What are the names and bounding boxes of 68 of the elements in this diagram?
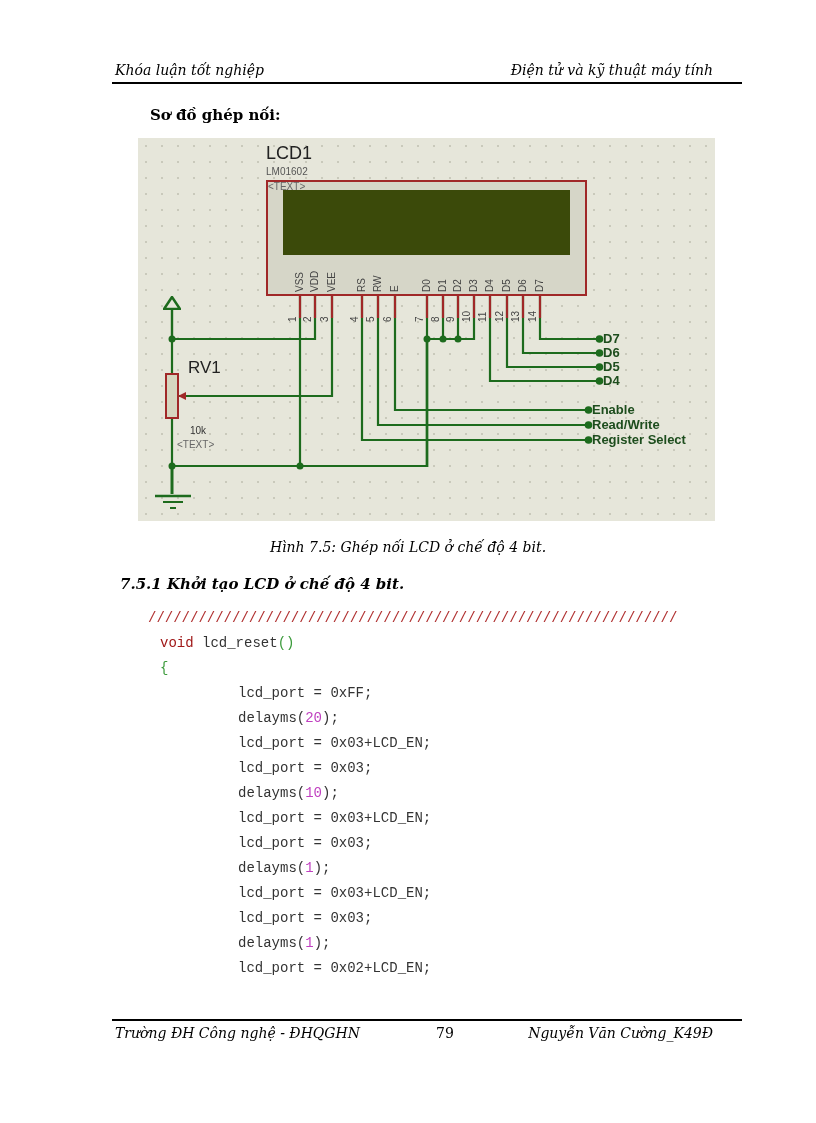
pin-name: VSS xyxy=(294,271,306,292)
pin-number: 12 xyxy=(495,309,505,322)
code-line: delayms(10); xyxy=(238,785,339,801)
code-line: { xyxy=(160,660,169,676)
pin-name: VEE xyxy=(326,271,338,292)
pin-number: 2 xyxy=(303,315,313,322)
code-line: delayms(20); xyxy=(238,710,339,726)
terminal-label: D4 xyxy=(603,373,620,389)
code-line: lcd_port = 0x03+LCD_EN; xyxy=(238,735,432,751)
component-value: 10k xyxy=(190,425,207,436)
code-line: lcd_port = 0x03; xyxy=(238,835,373,851)
running-header: Khóa luận tốt nghiệp xyxy=(115,62,264,78)
code-line: void lcd_reset() xyxy=(160,635,295,651)
pin-name: D6 xyxy=(517,278,529,292)
terminal-label: Enable xyxy=(592,402,635,418)
pin-name: D4 xyxy=(484,278,496,292)
terminal-label: Read/Write xyxy=(592,417,660,433)
wire xyxy=(170,418,174,494)
pin-name: D7 xyxy=(534,278,546,292)
pin-number: 7 xyxy=(415,315,425,322)
code-line: lcd_port = 0x03; xyxy=(238,760,373,776)
ground-symbol xyxy=(155,494,191,510)
running-footer: Nguyễn Văn Cường_K49Đ xyxy=(528,1025,713,1041)
pin-name: RS xyxy=(356,277,368,292)
pin-number: 6 xyxy=(383,315,393,322)
section-heading: 7.5.1 Khởi tạo LCD ở chế độ 4 bit. xyxy=(120,575,405,593)
code-line: delayms(1); xyxy=(238,935,331,951)
terminal-label: D5 xyxy=(603,359,620,375)
running-header: Điện tử và kỹ thuật máy tính xyxy=(510,62,713,78)
pin-number: 3 xyxy=(320,315,330,322)
code-line: lcd_port = 0x03+LCD_EN; xyxy=(238,885,432,901)
pin-number: 8 xyxy=(431,315,441,322)
pin-name: D2 xyxy=(452,278,464,292)
code-line: lcd_port = 0x03+LCD_EN; xyxy=(238,810,432,826)
page-number: 79 xyxy=(436,1025,454,1041)
pin-number: 10 xyxy=(462,309,472,322)
pin-number: 4 xyxy=(350,315,360,322)
pin-name: D3 xyxy=(468,278,480,292)
part-number: LM01602 xyxy=(266,166,308,177)
pin-number: 1 xyxy=(288,315,298,322)
terminal-label: Register Select xyxy=(592,432,686,448)
pin-name: D1 xyxy=(437,278,449,292)
pin-name: RW xyxy=(372,274,384,292)
terminal-label: D6 xyxy=(603,345,620,361)
pin-name: D0 xyxy=(421,278,433,292)
component-name: LCD1 xyxy=(266,143,313,164)
pin-number: 5 xyxy=(366,315,376,322)
terminal-label: D7 xyxy=(603,331,620,347)
pin-number: 13 xyxy=(511,309,521,322)
pin-name: VDD xyxy=(309,269,321,292)
component-name: RV1 xyxy=(188,358,221,378)
code-line: lcd_port = 0x02+LCD_EN; xyxy=(238,960,432,976)
placeholder-text: <TEXT> xyxy=(268,181,306,192)
code-line: lcd_port = 0xFF; xyxy=(238,685,373,701)
pin-number: 14 xyxy=(528,309,538,322)
power-symbol xyxy=(163,296,181,310)
code-line: lcd_port = 0x03; xyxy=(238,910,373,926)
running-footer: Trường ĐH Công nghệ - ĐHQGHN xyxy=(115,1025,360,1041)
pin-name: D5 xyxy=(501,278,513,292)
pin-number: 9 xyxy=(446,315,456,322)
pin-number: 11 xyxy=(478,310,488,322)
figure-caption: Hình 7.5: Ghép nối LCD ở chế độ 4 bit. xyxy=(268,539,548,555)
pin-name: E xyxy=(389,284,401,292)
code-line: delayms(1); xyxy=(238,860,331,876)
placeholder-text: <TEXT> xyxy=(177,439,215,450)
code-line: /////////////////////////////////////////////////////////////// xyxy=(148,610,678,626)
wire xyxy=(170,310,174,373)
section-title: Sơ đồ ghép nối: xyxy=(150,106,281,124)
